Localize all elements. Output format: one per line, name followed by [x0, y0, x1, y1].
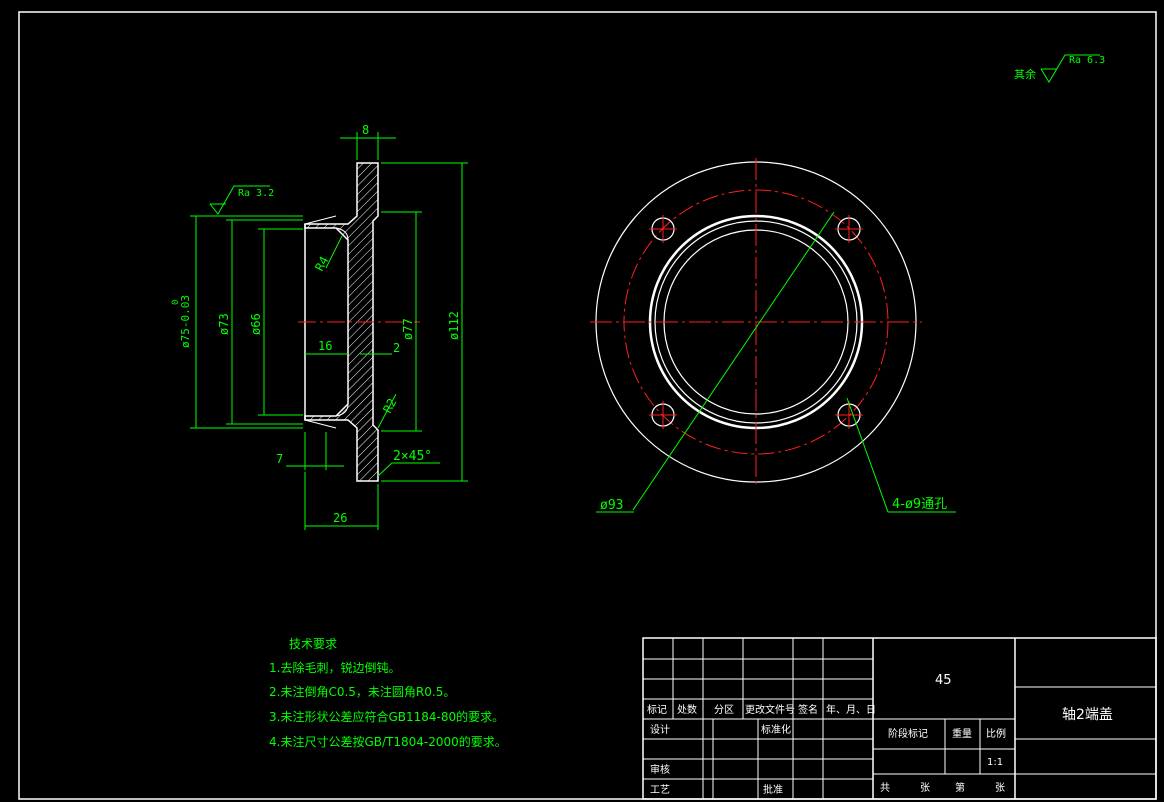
dim-pcd: ø93 [600, 498, 623, 513]
drawing-frame [18, 11, 1157, 800]
tech-item: 1.去除毛刺，锐边倒钝。 [269, 660, 400, 675]
label-design: 设计 [650, 723, 670, 736]
title-block [642, 637, 1157, 800]
title-block-text: 标记 处数 分区 更改文件号 签名 年、月、日 设计 标准化 审核 工艺 批准 … [647, 673, 1113, 796]
label-review: 审核 [650, 763, 670, 776]
label-total: 共 [880, 782, 890, 794]
dim-dia-66: ø66 [249, 313, 263, 335]
dim-chamfer: 2×45° [393, 449, 432, 464]
bolt-hole [649, 215, 677, 243]
dim-dia-77: ø77 [401, 318, 415, 340]
dim-width-top: 8 [362, 123, 369, 137]
dim-radius-r2: R2 [380, 396, 399, 415]
front-view: ø93 4-ø9通孔 [590, 158, 956, 513]
face-roughness-value: Ra 3.2 [238, 188, 274, 199]
hdr-count: 处数 [677, 703, 697, 716]
bolt-hole [835, 215, 863, 243]
hdr-change-doc: 更改文件号 [745, 703, 795, 716]
dim-holes: 4-ø9通孔 [892, 497, 947, 512]
hdr-sign: 签名 [798, 703, 818, 716]
label-scale: 比例 [986, 727, 1006, 740]
hdr-mark: 标记 [647, 704, 667, 716]
dim-depth-16: 16 [318, 339, 332, 353]
dim-len-7: 7 [276, 452, 283, 466]
dim-dia-73: ø73 [217, 313, 231, 335]
dim-dia-75: ø75-0.03 [179, 295, 192, 348]
label-page: 第 [955, 781, 965, 794]
tech-item: 4.未注尺寸公差按GB/T1804-2000的要求。 [269, 734, 507, 749]
section-view: 8 ø112 ø77 ø75-0.03 0 ø73 ø66 Ra 3.2 [171, 123, 468, 530]
label-stage-mark: 阶段标记 [888, 727, 928, 740]
dim-dia-75-upper: 0 [171, 300, 181, 305]
dim-dia-112: ø112 [447, 311, 461, 340]
label-weight: 重量 [952, 727, 972, 740]
roughness-prefix: 其余 [1014, 67, 1036, 81]
roughness-value: Ra 6.3 [1069, 55, 1105, 66]
material: 45 [935, 673, 952, 688]
dim-len-26: 26 [333, 511, 347, 525]
general-roughness: 其余 Ra 6.3 [1014, 54, 1105, 83]
dim-radius-r4: R4 [312, 254, 331, 273]
label-sheets: 张 [920, 782, 930, 794]
label-standardize: 标准化 [761, 723, 791, 736]
dim-gap-2: 2 [393, 341, 400, 355]
tech-item: 2.未注倒角C0.5，未注圆角R0.5。 [269, 684, 455, 699]
bolt-hole [649, 401, 677, 429]
label-process: 工艺 [650, 784, 670, 796]
tech-requirements: 技术要求 1.去除毛刺，锐边倒钝。 2.未注倒角C0.5，未注圆角R0.5。 3… [269, 637, 507, 749]
part-name: 轴2端盖 [1062, 707, 1113, 723]
scale-value: 1:1 [987, 757, 1003, 768]
tech-title: 技术要求 [289, 637, 337, 651]
hdr-zone: 分区 [714, 704, 734, 716]
label-sheets-2: 张 [995, 782, 1005, 794]
face-roughness-symbol [209, 185, 270, 215]
tech-item: 3.未注形状公差应符合GB1184-80的要求。 [269, 709, 504, 724]
label-approve: 批准 [763, 783, 783, 796]
hdr-date: 年、月、日 [826, 703, 876, 716]
